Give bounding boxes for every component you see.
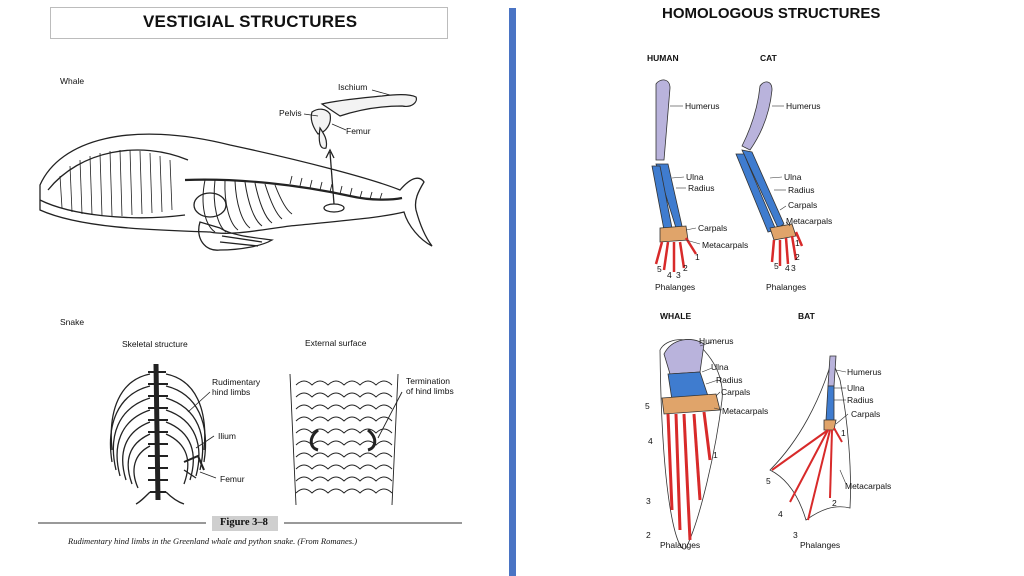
whale-label-ischium: Ischium: [338, 82, 368, 92]
bat-label-ulna: Ulna: [847, 383, 865, 393]
figure-label-box: Figure 3–8: [212, 516, 278, 531]
cat-digit-2: 2: [795, 252, 800, 262]
vestigial-title: VESTIGIAL STRUCTURES: [143, 12, 358, 31]
human-label-radius: Radius: [688, 183, 715, 193]
whale-label-femur: Femur: [346, 126, 371, 136]
cat-digit-3: 3: [791, 263, 796, 273]
bat-pointer-lines: [834, 369, 849, 485]
whale-flipper-label-humerus: Humerus: [699, 336, 734, 346]
human-label-ulna: Ulna: [686, 172, 704, 182]
human-heading: HUMAN: [647, 53, 679, 63]
bat-label-carpals: Carpals: [851, 409, 881, 419]
snake-label-hind-limbs: hind limbs: [212, 387, 251, 397]
whale-flipper-drawing: [659, 339, 723, 550]
cat-label-humerus: Humerus: [786, 101, 821, 111]
whale-flipper-label-ulna: Ulna: [711, 362, 729, 372]
human-digit-1: 1: [695, 252, 700, 262]
whale-flipper-label-radius: Radius: [716, 375, 743, 385]
whale-flipper-digit-5: 5: [645, 401, 650, 411]
bat-label-phalanges: Phalanges: [800, 540, 841, 550]
bat-label-metacarpals: Metacarpals: [845, 481, 892, 491]
human-label-humerus: Humerus: [685, 101, 720, 111]
cat-label-metacarpals: Metacarpals: [786, 216, 833, 226]
cat-label-ulna: Ulna: [784, 172, 802, 182]
whale-flipper-digit-4: 4: [648, 436, 653, 446]
bat-heading: BAT: [798, 311, 815, 321]
human-digit-2: 2: [683, 263, 688, 273]
human-label-metacarpals: Metacarpals: [702, 240, 749, 250]
whale-flipper-label-carpals: Carpals: [721, 387, 751, 397]
snake-label-of-hind-limbs: of hind limbs: [406, 386, 454, 396]
cat-digit-1: 1: [795, 238, 800, 248]
figure-caption: Rudimentary hind limbs in the Greenland …: [68, 536, 358, 546]
cat-digit-4: 4: [785, 263, 790, 273]
bat-digit-2: 2: [832, 498, 837, 508]
bat-label-humerus: Humerus: [847, 367, 882, 377]
whale-flipper-digit-3: 3: [646, 496, 651, 506]
vestigial-title-box: VESTIGIAL STRUCTURES: [50, 7, 448, 39]
human-label-carpals: Carpals: [698, 223, 728, 233]
snake-pointer-lines: [187, 391, 217, 479]
snake-label-termination: Termination: [406, 376, 450, 386]
bat-digit-4: 4: [778, 509, 783, 519]
human-arm-drawing: [651, 79, 698, 272]
snake-skeleton-drawing: [109, 363, 207, 505]
panel-divider: [509, 8, 516, 576]
bat-digit-3: 3: [793, 530, 798, 540]
whale-heading: Whale: [60, 76, 85, 86]
bat-digit-5: 5: [766, 476, 771, 486]
whale-pointer-lines: [303, 89, 391, 131]
cat-arm-drawing: [735, 81, 804, 266]
human-digit-5: 5: [657, 264, 662, 274]
human-pointer-lines: [670, 105, 701, 245]
snake-label-ilium: Ilium: [218, 431, 236, 441]
whale-label-pelvis: Pelvis: [279, 108, 302, 118]
cat-label-radius: Radius: [788, 185, 815, 195]
snake-skeletal-heading: Skeletal structure: [122, 339, 188, 349]
whale-flipper-heading: WHALE: [660, 311, 692, 321]
bat-wing-drawing: [769, 355, 851, 521]
cat-label-carpals: Carpals: [788, 200, 818, 210]
bat-label-radius: Radius: [847, 395, 874, 405]
human-digit-4: 4: [667, 270, 672, 280]
whale-flipper-digit-2: 2: [646, 530, 651, 540]
cat-pointer-lines: [769, 105, 791, 227]
snake-heading: Snake: [60, 317, 85, 327]
snake-label-rudimentary: Rudimentary: [212, 377, 261, 387]
whale-flipper-label-metacarpals: Metacarpals: [722, 406, 769, 416]
cat-digit-5: 5: [774, 261, 779, 271]
snake-label-femur: Femur: [220, 474, 245, 484]
whale-flipper-pointer-lines: [699, 341, 723, 411]
homologous-title: HOMOLOGOUS STRUCTURES: [662, 5, 881, 22]
snake-scales-drawing: [289, 373, 403, 506]
snake-external-heading: External surface: [305, 338, 367, 348]
cat-label-phalanges: Phalanges: [766, 282, 807, 292]
whale-flipper-digit-1: 1: [713, 450, 718, 460]
cat-heading: CAT: [760, 53, 777, 63]
whale-pelvis-inset-drawing: [310, 94, 417, 149]
figure-label: Figure 3–8: [220, 517, 268, 528]
whale-skeleton-drawing: [39, 133, 433, 251]
whale-flipper-label-phalanges: Phalanges: [660, 540, 701, 550]
human-label-phalanges: Phalanges: [655, 282, 696, 292]
human-digit-3: 3: [676, 270, 681, 280]
bat-digit-1: 1: [841, 428, 846, 438]
